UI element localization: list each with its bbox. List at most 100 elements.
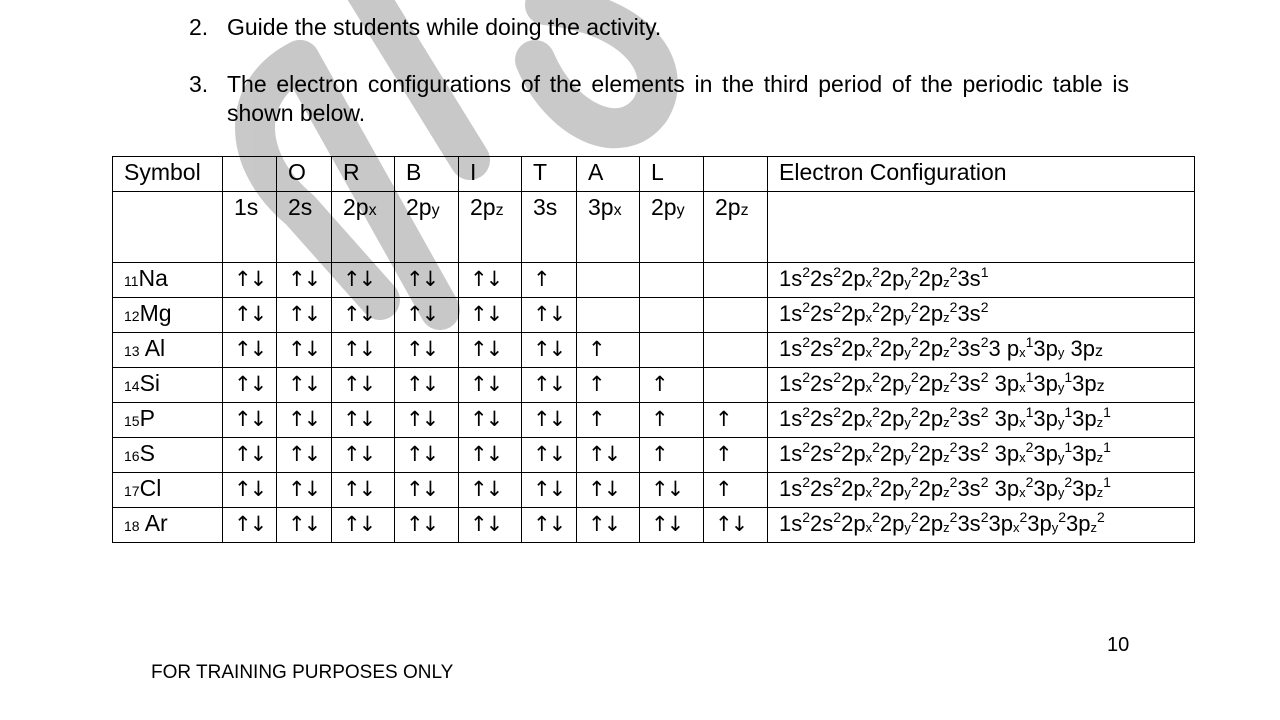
orbital-base: 3s: [533, 194, 558, 220]
empty-cell: [112, 191, 223, 263]
electron-configuration: 1s22s22px22py22pz23s2: [767, 297, 1195, 333]
orbital-arrows: ↑↓: [394, 507, 459, 543]
atomic-number: 13: [124, 343, 140, 359]
element-symbol: 14Si: [112, 367, 223, 403]
orbital-label: 2pz: [703, 191, 768, 263]
spin-arrows: ↑↓: [234, 407, 267, 431]
spin-arrows: ↑↓: [470, 372, 503, 396]
spin-arrows: ↑↓: [343, 302, 376, 326]
element-symbol: 16S: [112, 437, 223, 473]
electron-configuration: 1s22s22px22py22pz23s2 3px23py13pz1: [767, 437, 1195, 473]
config-term: 3p: [1033, 336, 1058, 361]
orbital-base: 3p: [588, 194, 614, 220]
config-term: 1s: [779, 336, 803, 361]
spin-arrows: ↑↓: [288, 267, 321, 291]
spin-arrows: ↑↓: [288, 302, 321, 326]
subscript: y: [1051, 520, 1059, 535]
config-term: 2s: [810, 301, 834, 326]
subscript: x: [1019, 345, 1026, 360]
config-term: 3p: [1033, 441, 1058, 466]
electron-configuration: 1s22s22px22py22pz23s1: [767, 262, 1195, 298]
table-row: 18 Ar↑↓↑↓↑↓↑↓↑↓↑↓↑↓↑↓↑↓1s22s22px22py22pz…: [112, 507, 1195, 543]
orbital-arrows: ↑↓: [222, 437, 277, 473]
superscript: 2: [910, 369, 919, 385]
orbital-arrows: ↑: [639, 437, 704, 473]
element-name: P: [139, 405, 155, 431]
subscript: y: [1057, 415, 1065, 430]
subscript: y: [904, 310, 911, 325]
subscript: x: [865, 450, 873, 465]
spin-arrows: ↑↓: [288, 407, 321, 431]
spin-arrows: ↑↓: [234, 512, 267, 536]
electron-configuration: 1s22s22px22py22pz23s2 3px13py13pz: [767, 367, 1195, 403]
orbital-arrows: ↑: [521, 262, 577, 298]
atomic-number: 17: [124, 483, 140, 499]
superscript: 2: [949, 474, 958, 490]
spin-arrows: ↑↓: [651, 512, 684, 536]
subscript: x: [865, 380, 873, 395]
orbital-arrows: ↑↓: [394, 437, 459, 473]
orbital-arrows: ↑↓: [458, 472, 522, 508]
config-term: 2p: [841, 441, 866, 466]
orbital-arrows: [576, 262, 640, 298]
subscript: y: [904, 450, 911, 465]
orbital-arrows: ↑: [576, 367, 640, 403]
element-name: Cl: [139, 475, 162, 501]
orbital-arrows: ↑↓: [521, 437, 577, 473]
config-term: 3p: [1072, 476, 1097, 501]
superscript: 2: [1097, 509, 1105, 525]
config-term: 1s: [779, 266, 803, 291]
subscript: y: [1057, 345, 1065, 360]
header-orbital-letter: O: [276, 156, 332, 192]
config-term: 2p: [918, 511, 944, 536]
spin-arrows: ↑↓: [715, 512, 748, 536]
orbital-label: 2px: [331, 191, 395, 263]
header-symbol: Symbol: [112, 156, 223, 192]
orbital-label: 2s: [276, 191, 332, 263]
orbital-arrows: ↑↓: [521, 472, 577, 508]
superscript: 1: [1103, 404, 1111, 420]
orbital-arrows: ↑↓: [276, 437, 332, 473]
superscript: 2: [872, 509, 880, 525]
superscript: 2: [802, 369, 811, 385]
orbital-arrows: ↑↓: [331, 367, 395, 403]
superscript: 2: [910, 264, 919, 280]
superscript: 2: [833, 334, 842, 350]
config-term: 2p: [918, 266, 944, 291]
orbital-arrows: ↑↓: [276, 332, 332, 368]
element-name: S: [139, 440, 155, 466]
table-row: 16S↑↓↑↓↑↓↑↓↑↓↑↓↑↓↑↑1s22s22px22py22pz23s2…: [112, 437, 1195, 473]
orbital-base: 2p: [470, 194, 496, 220]
orbital-arrows: ↑↓: [521, 402, 577, 438]
orbital-arrows: ↑↓: [331, 297, 395, 333]
orbital-arrows: ↑↓: [331, 332, 395, 368]
orbital-arrows: ↑↓: [276, 507, 332, 543]
subscript: z: [943, 520, 950, 535]
header-orbital-letter: [703, 156, 768, 192]
config-term: 2p: [841, 371, 866, 396]
spin-arrows: ↑↓: [533, 407, 566, 431]
orbital-arrows: ↑↓: [458, 297, 522, 333]
orbital-label: 2py: [394, 191, 459, 263]
config-term: 2s: [810, 336, 834, 361]
spin-arrows: ↑: [651, 442, 669, 466]
orbital-arrows: ↑↓: [458, 367, 522, 403]
spin-arrows: ↑: [588, 407, 606, 431]
spin-arrows: ↑↓: [343, 372, 376, 396]
subscript: y: [1057, 380, 1065, 395]
item-number: 3.: [189, 71, 209, 97]
superscript: 1: [1103, 439, 1111, 455]
header-orbital-letter: B: [394, 156, 459, 192]
spin-arrows: ↑↓: [470, 267, 503, 291]
spin-arrows: ↑↓: [533, 372, 566, 396]
orbital-arrows: ↑↓: [576, 507, 640, 543]
config-term: 3p: [1072, 406, 1097, 431]
header-orbital-letter: A: [576, 156, 640, 192]
subscript: y: [904, 345, 911, 360]
orbital-arrows: [639, 262, 704, 298]
subscript: x: [865, 415, 873, 430]
header-orbital-letter: T: [521, 156, 577, 192]
spin-arrows: ↑↓: [234, 302, 267, 326]
